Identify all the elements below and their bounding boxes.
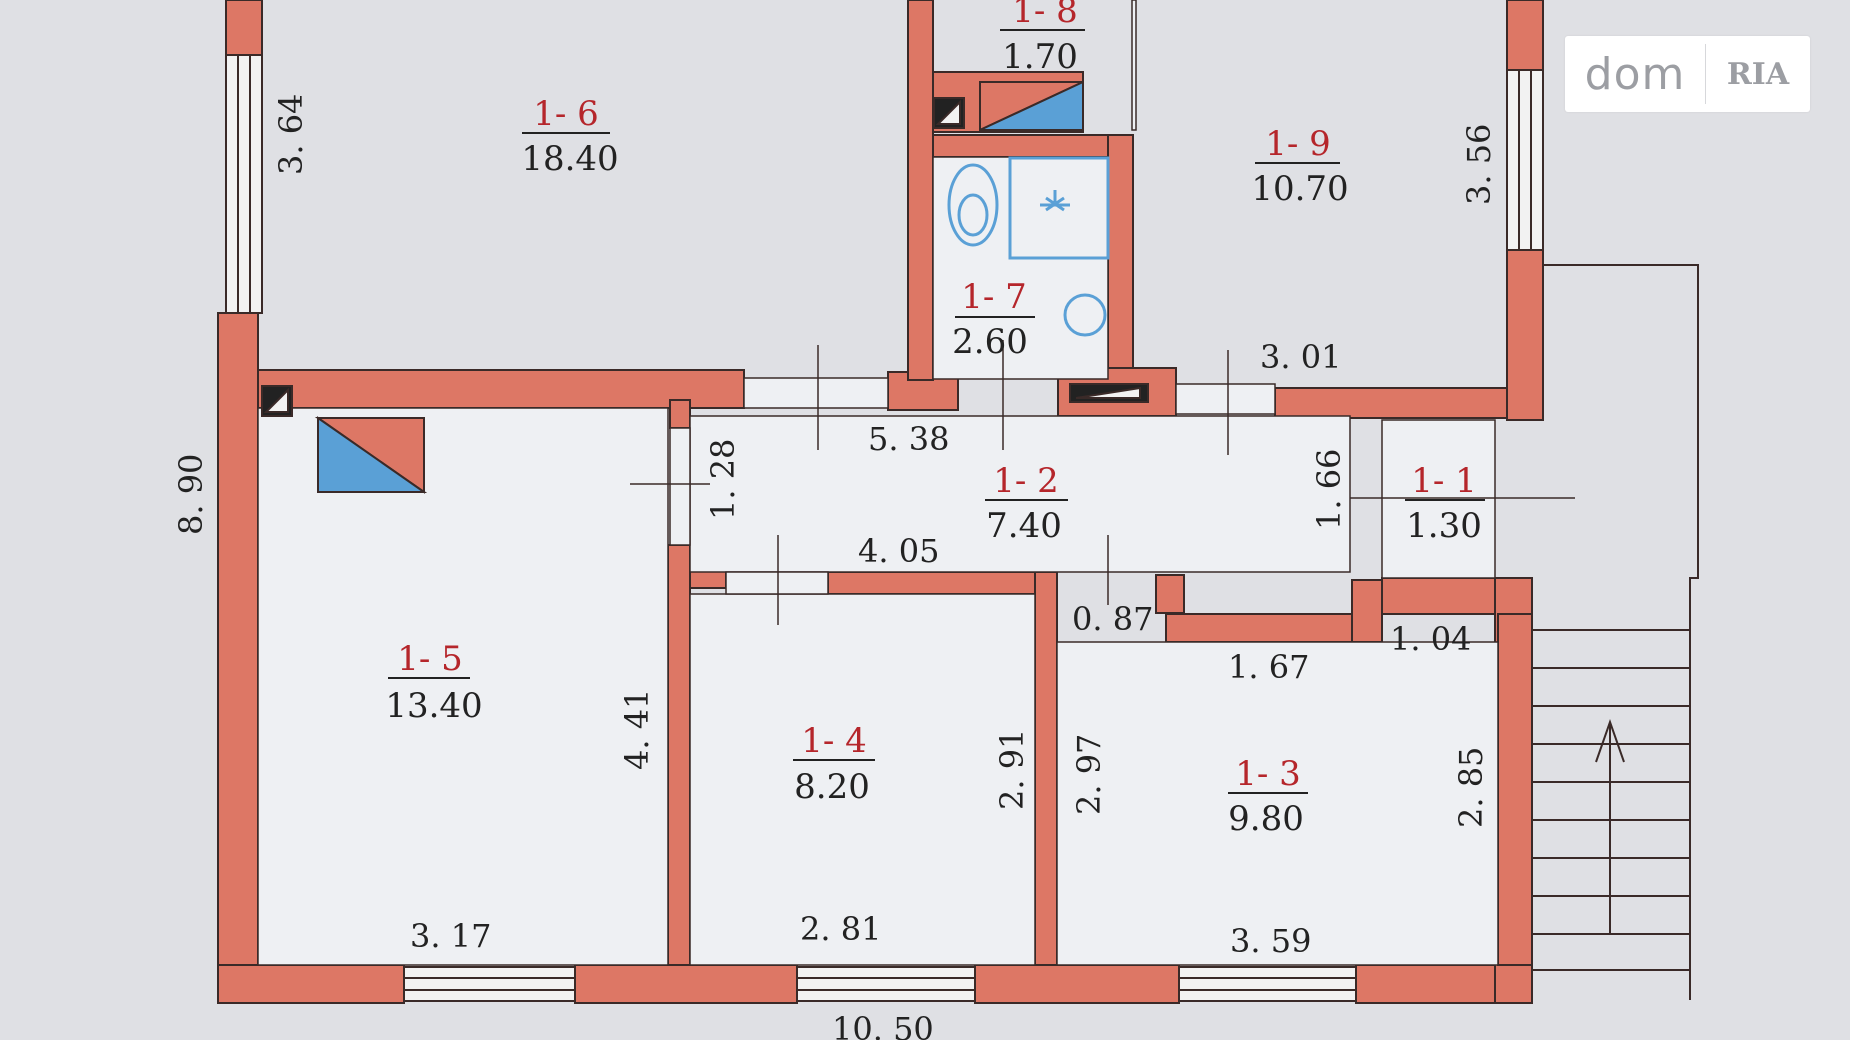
- dimension-label: 4. 05: [858, 532, 939, 570]
- dimension-label: 3. 56: [1460, 124, 1498, 205]
- room-area: 10.70: [1251, 169, 1348, 209]
- openings: [669, 0, 1276, 595]
- room-area: 1.30: [1406, 506, 1482, 546]
- watermark-logo: dom RIA: [1565, 36, 1810, 112]
- dimension-label: 10. 50: [832, 1010, 934, 1040]
- room-area: 8.20: [794, 767, 870, 807]
- room-id: 1- 6: [533, 94, 599, 134]
- dimension-labels: 3. 64 3. 56 3. 01 5. 38 1. 28 1. 66 8. 9…: [172, 94, 1498, 1040]
- watermark-brand: dom: [1584, 48, 1686, 100]
- exterior-walls: [217, 0, 1544, 1004]
- dimension-label: 3. 01: [1260, 338, 1341, 376]
- dimension-label: 1. 66: [1310, 449, 1348, 530]
- room-id: 1- 2: [993, 461, 1059, 501]
- dimension-label: 2. 97: [1070, 734, 1108, 815]
- room-area: 1.70: [1002, 37, 1078, 77]
- stairs: [1532, 264, 1699, 1000]
- dimension-lines: [630, 340, 1575, 625]
- dimension-label: 5. 38: [868, 420, 949, 458]
- dimension-label: 1. 28: [704, 439, 742, 520]
- room-id: 1- 5: [397, 639, 463, 679]
- dimension-label: 3. 17: [410, 917, 491, 955]
- room-area: 13.40: [385, 686, 482, 726]
- watermark-partner: RIA: [1726, 56, 1790, 92]
- dimension-label: 4. 41: [618, 689, 656, 770]
- window-right: [1506, 69, 1544, 251]
- windows-bottom: [403, 966, 1357, 1002]
- watermark-divider: [1705, 44, 1706, 104]
- room-area: 7.40: [986, 506, 1062, 546]
- room-id: 1- 8: [1012, 0, 1078, 31]
- room-id: 1- 7: [961, 277, 1027, 317]
- bathroom-fixtures: [947, 156, 1110, 337]
- room-id: 1- 1: [1411, 461, 1477, 501]
- dimension-label: 8. 90: [172, 454, 210, 535]
- dimension-label: 3. 64: [272, 94, 310, 175]
- dimension-label: 1. 67: [1228, 648, 1309, 686]
- room-id: 1- 9: [1265, 124, 1331, 164]
- room-area: 18.40: [521, 139, 618, 179]
- room-area: 9.80: [1228, 799, 1304, 839]
- dimension-label: 2. 81: [800, 910, 881, 948]
- dimension-label: 1. 04: [1390, 620, 1471, 658]
- room-labels: 1- 6 18.40 1- 9 10.70 1- 8 1.70 1- 7 2.6…: [385, 0, 1485, 839]
- ventilation-shafts: [261, 80, 1149, 494]
- room-id: 1- 3: [1235, 754, 1301, 794]
- window-left: [225, 54, 263, 314]
- dimension-label: 3. 59: [1230, 922, 1311, 960]
- dimension-label: 2. 91: [993, 729, 1031, 810]
- room-id: 1- 4: [801, 721, 867, 761]
- dimension-label: 2. 85: [1452, 747, 1490, 828]
- dimension-label: 0. 87: [1072, 600, 1153, 638]
- room-area: 2.60: [952, 322, 1028, 362]
